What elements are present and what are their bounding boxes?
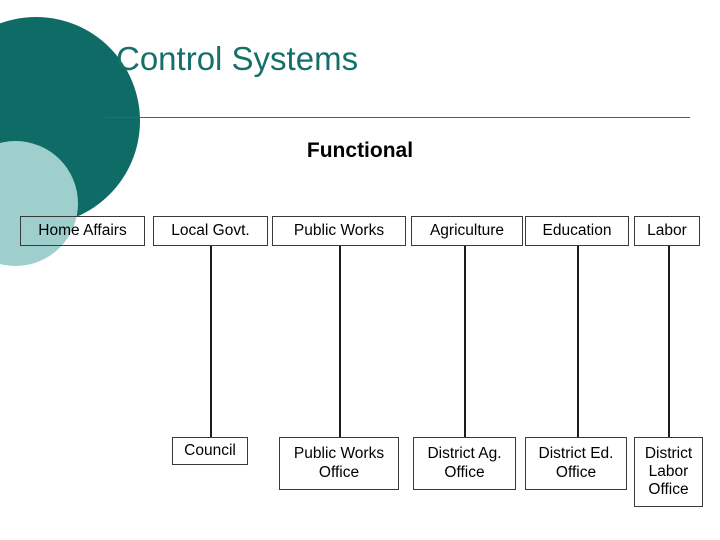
function-node-agriculture[interactable]: Agriculture: [411, 216, 523, 246]
office-node-public-works-office[interactable]: Public Works Office: [279, 437, 399, 490]
function-node-public-works[interactable]: Public Works: [272, 216, 406, 246]
function-node-local-govt[interactable]: Local Govt.: [153, 216, 268, 246]
connector-line: [668, 246, 670, 437]
office-node-council[interactable]: Council: [172, 437, 248, 465]
function-node-home-affairs[interactable]: Home Affairs: [20, 216, 145, 246]
office-node-district-ag-office[interactable]: District Ag. Office: [413, 437, 516, 490]
office-node-district-ed-office[interactable]: District Ed. Office: [525, 437, 627, 490]
title-divider: [105, 117, 690, 118]
connector-line: [339, 246, 341, 437]
connector-line: [577, 246, 579, 437]
page-title: Control Systems: [116, 40, 359, 77]
office-node-district-labor-office[interactable]: District Labor Office: [634, 437, 703, 507]
chart-subheading: Functional: [306, 139, 414, 162]
function-node-education[interactable]: Education: [525, 216, 629, 246]
function-node-labor[interactable]: Labor: [634, 216, 700, 246]
connector-line: [210, 246, 212, 437]
connector-line: [464, 246, 466, 437]
